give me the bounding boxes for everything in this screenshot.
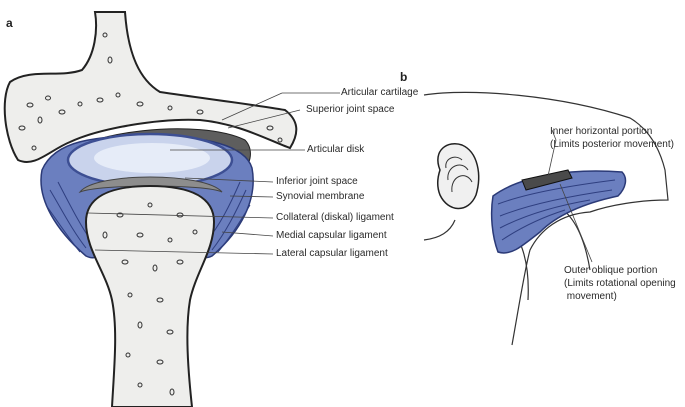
ligament-striations xyxy=(45,181,251,253)
skull-outline xyxy=(423,91,669,346)
ear-canal-rings xyxy=(445,156,473,193)
panel-a-leader-lines xyxy=(87,92,340,255)
label-synovial-membrane: Synovial membrane xyxy=(276,191,365,202)
label-articular-disk: Articular disk xyxy=(307,144,365,155)
bone-texture xyxy=(18,32,283,396)
inner-horizontal-portion xyxy=(521,169,573,191)
panel-label-b: b xyxy=(400,70,408,84)
label-medial-capsular-ligament: Medial capsular ligament xyxy=(276,230,387,241)
disk-highlight xyxy=(94,143,210,173)
panel-b-illustration xyxy=(423,91,669,346)
panel-a-illustration xyxy=(3,11,340,407)
label-superior-joint-space: Superior joint space xyxy=(306,104,395,115)
label-outer-oblique-note-cont: movement) xyxy=(564,291,617,302)
mandibular-condyle xyxy=(84,184,216,407)
label-inner-horizontal-note: (Limits posterior movement) xyxy=(550,139,674,150)
label-collateral-ligament: Collateral (diskal) ligament xyxy=(276,212,394,223)
ear-canal xyxy=(436,143,480,210)
label-inferior-joint-space: Inferior joint space xyxy=(276,176,358,187)
label-lateral-capsular-ligament: Lateral capsular ligament xyxy=(276,248,388,259)
label-articular-cartilage: Articular cartilage xyxy=(341,87,419,98)
label-outer-oblique: Outer oblique portion xyxy=(564,265,658,276)
temporal-bone xyxy=(3,11,298,163)
inferior-joint-space-band xyxy=(78,176,223,194)
panel-label-a: a xyxy=(6,16,13,30)
label-outer-oblique-note: (Limits rotational opening xyxy=(564,278,676,289)
label-inner-horizontal: Inner horizontal portion xyxy=(550,126,653,137)
panel-b-leader-lines xyxy=(547,129,593,263)
ligament-fibers xyxy=(497,179,616,241)
